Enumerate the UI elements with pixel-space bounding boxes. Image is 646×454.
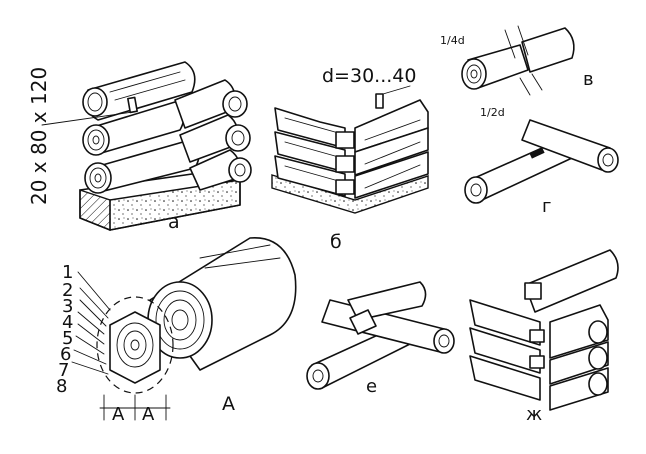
figure-a: 20 x 80 x 120 а xyxy=(27,61,252,233)
label-fig-b: б xyxy=(330,231,342,253)
dowel-a xyxy=(127,96,138,114)
label-diameter: d=30...40 xyxy=(322,65,416,87)
label-num-3: 3 xyxy=(62,296,73,317)
label-num-6: 6 xyxy=(60,344,71,365)
label-half-d: 1/2d xyxy=(480,106,505,119)
label-fig-a: а xyxy=(168,211,180,233)
label-fig-v: в xyxy=(583,69,594,90)
label-fig-g: г xyxy=(542,196,551,217)
figure-v: 1/4d 1/2d в xyxy=(440,25,594,119)
figure-b: d=30...40 б xyxy=(271,65,429,253)
label-num-4: 4 xyxy=(62,312,73,333)
label-num-5: 5 xyxy=(62,328,73,349)
label-fig-zh: ж xyxy=(526,404,542,425)
dowel-b xyxy=(375,93,384,109)
figure-A: 1 2 3 4 5 6 7 8 А А А xyxy=(56,237,297,425)
label-fig-A: А xyxy=(222,393,235,415)
label-num-8: 8 xyxy=(56,376,67,397)
label-dowel-size: 20 x 80 x 120 xyxy=(27,67,51,205)
label-fig-e: е xyxy=(366,376,377,397)
label-num-1: 1 xyxy=(62,262,73,283)
figure-zh: ж xyxy=(469,249,619,425)
label-quarter-d: 1/4d xyxy=(440,34,465,47)
label-num-7: 7 xyxy=(58,360,69,381)
figure-e: е xyxy=(306,281,455,397)
label-num-2: 2 xyxy=(62,280,73,301)
figure-g: г xyxy=(464,119,619,217)
label-dim-A-right: А xyxy=(142,404,155,425)
label-dim-A-left: А xyxy=(112,404,125,425)
